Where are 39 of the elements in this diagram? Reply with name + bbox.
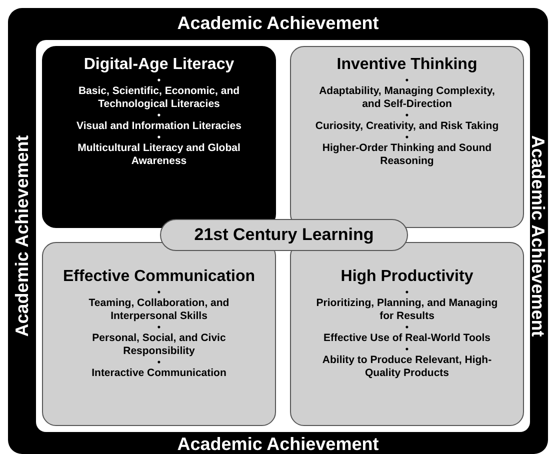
bullet: • bbox=[157, 323, 161, 332]
bullet: • bbox=[405, 345, 409, 354]
frame-label: Academic Achievement bbox=[528, 135, 548, 337]
card-item: Prioritizing, Planning, and Managing for Results bbox=[315, 297, 499, 323]
bullet: • bbox=[157, 111, 161, 120]
card-item: Multicultural Literacy and Global Awareness bbox=[76, 142, 242, 168]
card-item: Curiosity, Creativity, and Risk Taking bbox=[315, 120, 499, 133]
card-item: Interactive Communication bbox=[92, 367, 226, 380]
card-item: Visual and Information Literacies bbox=[76, 120, 242, 133]
center-title: 21st Century Learning bbox=[194, 224, 374, 246]
center-pill bbox=[160, 219, 408, 251]
card-heading: Effective Communication bbox=[62, 267, 256, 287]
bullet: • bbox=[157, 76, 161, 85]
frame-label: Academic Achievement bbox=[176, 13, 380, 33]
card-item: Effective Use of Real-World Tools bbox=[323, 332, 491, 345]
bullet: • bbox=[157, 358, 161, 367]
bullet: • bbox=[405, 288, 409, 297]
card-item: Higher-Order Thinking and Sound Reasoning bbox=[321, 142, 493, 168]
bullet: • bbox=[405, 323, 409, 332]
card-heading: High Productivity bbox=[340, 267, 474, 287]
category-card bbox=[42, 242, 276, 426]
bullet: • bbox=[157, 288, 161, 297]
card-item: Personal, Social, and Civic Responsibility bbox=[91, 332, 227, 358]
category-card bbox=[290, 242, 524, 426]
frame-label: Academic Achievement bbox=[176, 434, 380, 454]
card-item: Teaming, Collaboration, and Interpersonal Skills bbox=[88, 297, 230, 323]
card-item: Adaptability, Managing Complexity, and Self-Direction bbox=[318, 85, 496, 111]
bullet: • bbox=[405, 76, 409, 85]
category-card bbox=[290, 46, 524, 228]
card-heading: Inventive Thinking bbox=[336, 55, 478, 75]
bullet: • bbox=[157, 133, 161, 142]
card-item: Basic, Scientific, Economic, and Technological Literacies bbox=[77, 85, 241, 111]
bullet: • bbox=[405, 111, 409, 120]
card-item: Ability to Produce Relevant, High-Quality Products bbox=[321, 354, 493, 380]
frame-label: Academic Achievement bbox=[12, 135, 32, 337]
bullet: • bbox=[405, 133, 409, 142]
frame-border bbox=[8, 8, 548, 454]
card-heading: Digital-Age Literacy bbox=[84, 55, 234, 75]
category-card bbox=[42, 46, 276, 228]
